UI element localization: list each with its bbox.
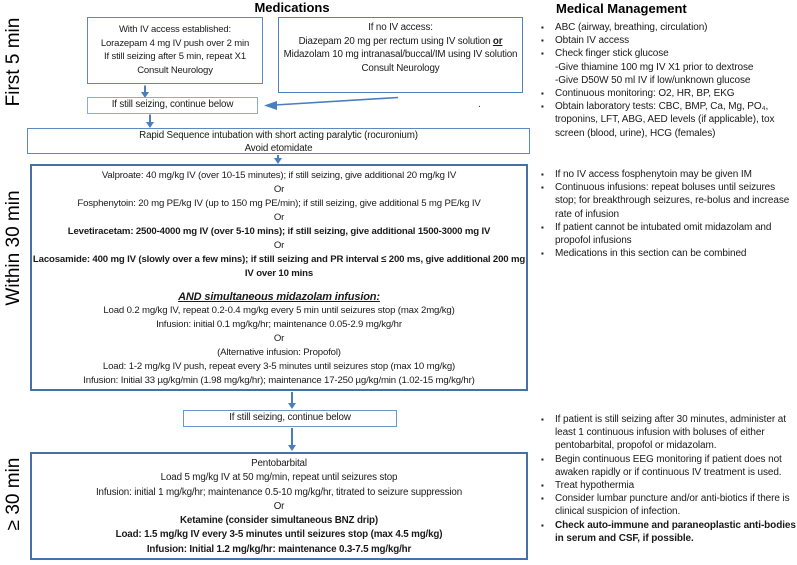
box-line: Load: 1-2 mg/kg IV push, repeat every 3-… <box>102 361 456 372</box>
management-item: Medications in this section can be combi… <box>540 247 796 260</box>
arrowhead-noiv-to-continue <box>264 101 277 110</box>
management-item: Continuous infusions: repeat boluses unt… <box>540 181 796 221</box>
management-section-within-30-min: If no IV access fosphenytoin may be give… <box>540 168 796 261</box>
rapid-sequence-intubation-box: Rapid Sequence intubation with short act… <box>27 128 530 154</box>
box-line: Valproate: 40 mg/kg IV (over 10-15 minut… <box>101 170 457 181</box>
box-line: If no IV access: <box>368 22 433 33</box>
third-line-medications-box: Pentobarbital Load 5 mg/kg IV at 50 mg/m… <box>30 452 528 560</box>
management-section-after-30-min: If patient is still seizing after 30 min… <box>540 413 796 545</box>
no-iv-access-box: If no IV access: Diazepam 20 mg per rect… <box>278 17 523 93</box>
management-item: If patient cannot be intubated omit mida… <box>540 221 796 247</box>
box-line: Infusion: initial 0.1 mg/kg/hr; maintena… <box>156 319 402 330</box>
box-line: Ketamine (consider simultaneous BNZ drip… <box>180 515 378 527</box>
box-line: Or <box>273 212 285 223</box>
time-label-after-30-min: ≥ 30 min <box>3 457 24 531</box>
iv-access-box: With IV access established: Lorazepam 4 … <box>87 17 263 84</box>
box-line: Or <box>273 333 285 344</box>
management-item: ABC (airway, breathing, circulation) <box>540 21 796 34</box>
box-line: Midazolam 10 mg intranasal/buccal/IM usi… <box>283 49 518 60</box>
box-line: If still seizing after 5 min, repeat X1 <box>104 51 246 62</box>
management-section-first-5-min: ABC (airway, breathing, circulation) Obt… <box>540 21 796 140</box>
arrow-noiv-to-continue <box>274 96 399 106</box>
box-line: Load: 1.5 mg/kg IV every 3-5 minutes unt… <box>115 529 443 541</box>
box-line: Infusion: initial 1 mg/kg/hr; maintenanc… <box>95 486 463 498</box>
box-line: Infusion: Initial 33 µg/kg/min (1.98 mg/… <box>83 375 475 386</box>
box-line: Load 5 mg/kg IV at 50 mg/min, repeat unt… <box>160 472 398 484</box>
box-line: Or <box>273 240 285 251</box>
box-line: Load 0.2 mg/kg IV, repeat 0.2-0.4 mg/kg … <box>103 305 455 316</box>
box-line-text: Diazepam 20 mg per rectum using IV solut… <box>298 35 493 47</box>
box-line: Fosphenytoin: 20 mg PE/kg IV (up to 150 … <box>77 198 481 209</box>
box-line: Or <box>273 500 285 512</box>
management-item: Obtain laboratory tests: CBC, BMP, Ca, M… <box>540 100 796 140</box>
management-item: Check auto-immune and paraneoplastic ant… <box>540 519 796 545</box>
still-seizing-continue-box-1: If still seizing, continue below <box>87 97 258 114</box>
box-line: Pentobarbital <box>251 458 307 469</box>
arrowhead-continue-to-thirdline <box>288 445 296 451</box>
management-item: Treat hypothermia <box>540 479 796 492</box>
management-item: Consider lumbar puncture and/or anti-bio… <box>540 492 796 518</box>
box-line: Or <box>273 184 285 195</box>
stray-period-mark: . <box>478 99 481 110</box>
box-line: Avoid etomidate <box>244 142 313 154</box>
box-line: Consult Neurology <box>361 62 440 74</box>
medications-column-header: Medications <box>254 0 330 15</box>
box-line: (Alternative infusion: Propofol) <box>217 347 341 358</box>
time-label-first-5-min: First 5 min <box>3 17 24 107</box>
box-line: Infusion: Initial 1.2 mg/kg/hr: maintena… <box>146 543 412 555</box>
management-item: Obtain IV access <box>540 34 796 47</box>
second-line-medications-box: Valproate: 40 mg/kg IV (over 10-15 minut… <box>30 164 528 391</box>
still-seizing-continue-box-2: If still seizing, continue below <box>183 410 397 427</box>
management-item: If patient is still seizing after 30 min… <box>540 413 796 453</box>
medical-management-column-header: Medical Management <box>556 1 687 16</box>
box-line: Diazepam 20 mg per rectum using IV solut… <box>283 35 518 49</box>
box-line: AND simultaneous midazolam infusion: <box>178 291 380 303</box>
box-line: With IV access established: <box>118 24 232 35</box>
management-subitem: -Give thiamine 100 mg IV X1 prior to dex… <box>555 61 754 73</box>
management-item: Begin continuous EEG monitoring if patie… <box>540 453 796 479</box>
management-item: Continuous monitoring: O2, HR, BP, EKG <box>540 87 796 100</box>
management-item: If no IV access fosphenytoin may be give… <box>540 168 796 181</box>
box-line: Consult Neurology <box>137 64 213 76</box>
management-item: Check finger stick glucose <box>540 47 796 60</box>
box-line: Lacosamide: 400 mg IV (slowly over a few… <box>32 254 526 279</box>
or-underlined: or <box>492 35 503 47</box>
management-subitem: -Give D50W 50 ml IV if low/unknown gluco… <box>555 74 751 86</box>
box-line: Levetiracetam: 2500-4000 mg IV (over 5-1… <box>67 226 491 237</box>
arrowhead-secondline-to-continue <box>288 403 296 409</box>
time-label-within-30-min: Within 30 min <box>3 190 24 306</box>
box-line: Rapid Sequence intubation with short act… <box>139 130 418 141</box>
box-line: Lorazepam 4 mg IV push over 2 min <box>100 37 250 49</box>
